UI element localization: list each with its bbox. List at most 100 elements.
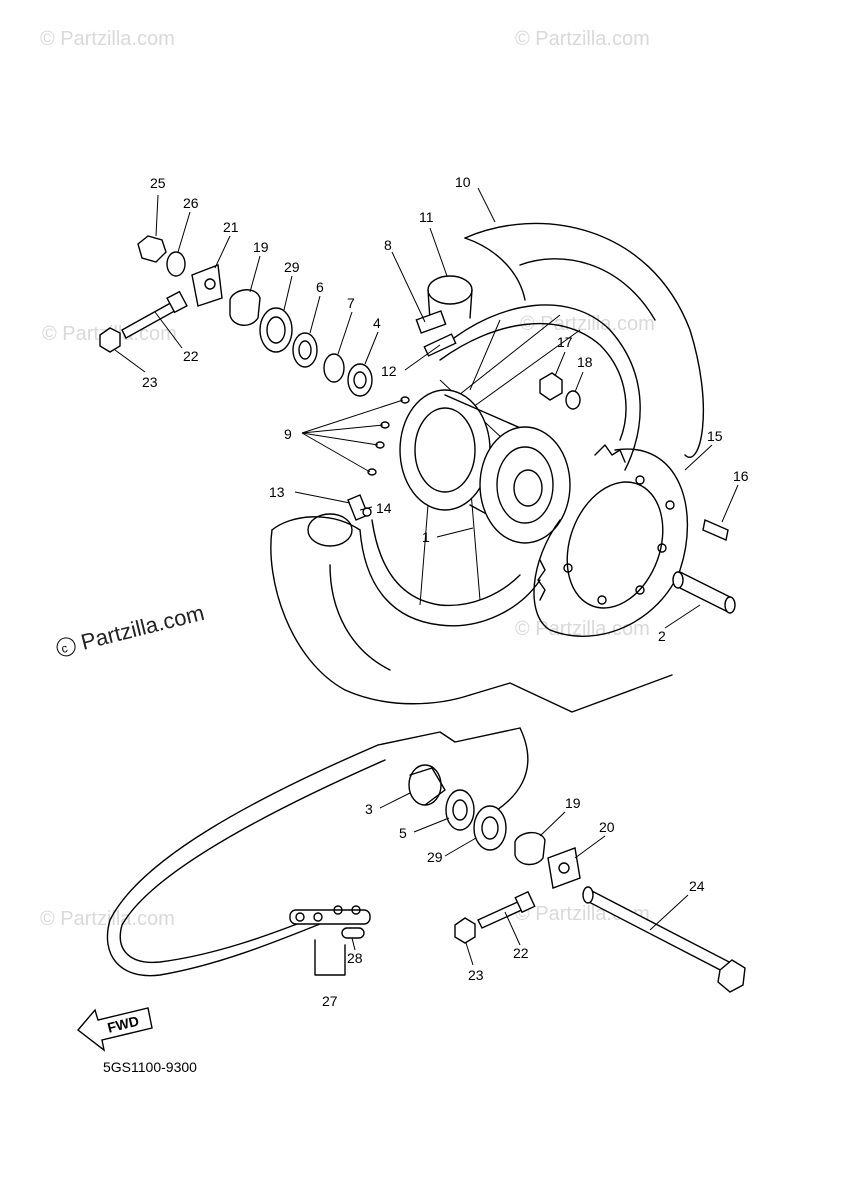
- washer-part-26: [166, 251, 186, 277]
- callout-22-bottom: 22: [513, 945, 529, 961]
- collar-end-right: [724, 596, 736, 614]
- callout-18: 18: [577, 354, 593, 370]
- tube-part-11: [427, 275, 473, 305]
- bolt-head-22-bottom: [514, 890, 536, 914]
- callout-27: 27: [322, 993, 338, 1009]
- watermark-top-right: © Partzilla.com: [515, 28, 650, 50]
- axle-head: [717, 959, 746, 993]
- callout-12: 12: [381, 363, 397, 379]
- spacer-part-5: [445, 789, 475, 831]
- callout-26: 26: [183, 195, 199, 211]
- chain-loop-inner: [119, 759, 386, 964]
- tire-cut-top: [464, 237, 526, 301]
- locknut-part-23-bottom: [454, 917, 476, 944]
- section-divider-lower: [377, 727, 521, 746]
- bearing-part-6-inner: [298, 340, 312, 360]
- tire-outer-bottom: [270, 529, 471, 705]
- callout-23-top: 23: [142, 374, 158, 390]
- rim-lower-inner: [371, 519, 521, 607]
- sprocket-teeth: [537, 444, 626, 601]
- bearing-part-4: [347, 363, 373, 397]
- callout-10: 10: [455, 174, 471, 190]
- callout-19-top: 19: [253, 239, 269, 255]
- watermark-top-left: © Partzilla.com: [40, 28, 175, 50]
- puller-hole: [204, 278, 216, 290]
- axle-part-24: [584, 889, 736, 976]
- callout-16: 16: [733, 468, 749, 484]
- oil-seal-inner: [266, 316, 286, 344]
- sprocket-bolt-part-16: [702, 519, 729, 541]
- callout-2: 2: [658, 628, 666, 644]
- callout-7: 7: [347, 295, 355, 311]
- sprocket-center-hole: [566, 481, 664, 609]
- valve-opening: [307, 513, 353, 547]
- axle-nut-part-25: [137, 235, 167, 263]
- collar-end-left: [672, 571, 684, 589]
- hub-sprocket-flange: [479, 426, 571, 544]
- spacer-part-5-inner: [452, 799, 468, 821]
- hub-bore: [513, 469, 543, 507]
- fwd-arrow-icon: [76, 1007, 153, 1052]
- fwd-label: FWD: [106, 1013, 141, 1036]
- sprocket-outline: [533, 448, 689, 637]
- callout-13: 13: [269, 484, 285, 500]
- section-divider-upper: [469, 674, 673, 713]
- callout-23-bottom: 23: [468, 967, 484, 983]
- hub-sprocket-inner: [496, 446, 554, 524]
- copyright-icon: [56, 637, 76, 657]
- oil-seal-bottom-inner: [481, 816, 499, 840]
- callout-9: 9: [284, 426, 292, 442]
- chain-puller-part-20: [547, 847, 581, 889]
- callout-labels: 25 26 21 19 29 6 7 4 8 11 10 12 22 23 9 …: [142, 174, 749, 1009]
- tire-inner-bottom: [329, 564, 391, 671]
- watermark-mid-right-2: © Partzilla.com: [515, 618, 650, 640]
- tire-tread-line: [519, 258, 656, 321]
- chain-puller-part-21: [191, 264, 223, 307]
- bolt-head-22-top: [166, 290, 188, 314]
- rim-lower: [359, 529, 541, 627]
- callout-6: 6: [316, 279, 324, 295]
- bracket-27: [314, 939, 346, 976]
- chain-joint-part-27: [289, 905, 371, 925]
- locknut-part-23-top: [99, 327, 121, 353]
- bearing-part-4-inner: [353, 371, 367, 389]
- sprocket-bolt-holes: [563, 475, 675, 605]
- callout-21: 21: [223, 219, 239, 235]
- callout-11: 11: [419, 209, 434, 225]
- callout-22-top: 22: [183, 348, 199, 364]
- callout-15: 15: [707, 428, 723, 444]
- oil-seal-part-29-top: [259, 307, 293, 353]
- bearing-part-3: [408, 764, 442, 806]
- watermark-mid-right: © Partzilla.com: [520, 313, 655, 335]
- leader-lines: [114, 187, 739, 966]
- watermark-group: © Partzilla.com © Partzilla.com © Partzi…: [40, 28, 655, 930]
- callout-28: 28: [347, 950, 363, 966]
- callout-14: 14: [376, 500, 392, 516]
- watermark-bottom-left: © Partzilla.com: [40, 908, 175, 930]
- chain-clip-part-28: [341, 927, 365, 939]
- partzilla-watermark-main: c Partzilla.com: [56, 600, 207, 657]
- callout-1: 1: [422, 529, 430, 545]
- callout-29-bottom: 29: [427, 849, 443, 865]
- axle-collar-part-2: [675, 570, 733, 614]
- tire-outer-top: [464, 222, 705, 458]
- partzilla-watermark-text: Partzilla.com: [78, 600, 206, 655]
- puller-20-hole: [558, 862, 570, 874]
- rim-upper: [444, 304, 641, 471]
- callout-17: 17: [557, 334, 573, 350]
- callout-3: 3: [365, 801, 373, 817]
- callout-20: 20: [599, 819, 615, 835]
- bearing-part-6: [292, 332, 318, 368]
- chain-loop-outer: [106, 744, 379, 977]
- collar-part-19-bottom: [514, 832, 546, 866]
- callout-5: 5: [399, 825, 407, 841]
- hub-left-inner: [414, 407, 476, 493]
- collar-part-19-top: [229, 289, 261, 326]
- callout-24: 24: [689, 878, 705, 894]
- callout-25: 25: [150, 175, 166, 191]
- copyright-glyph: c: [60, 641, 69, 656]
- callout-8: 8: [384, 237, 392, 253]
- callout-4: 4: [373, 315, 381, 331]
